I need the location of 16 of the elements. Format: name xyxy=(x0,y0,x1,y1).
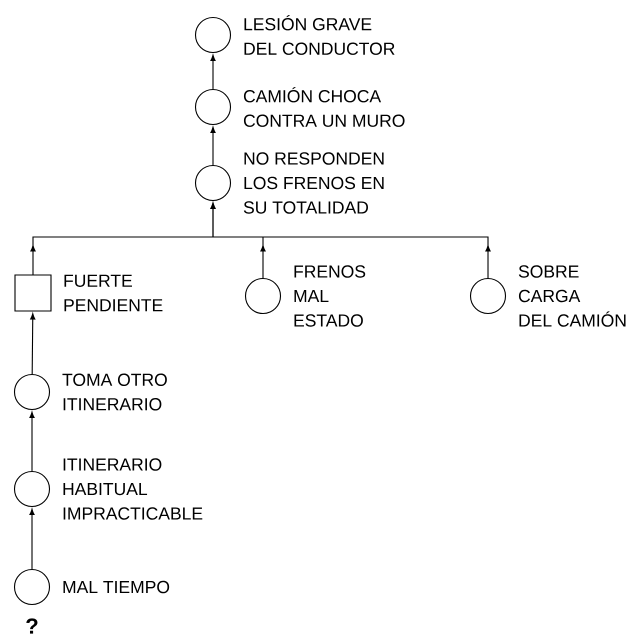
event-label: SOBRE CARGA DEL CAMIÓN xyxy=(518,265,626,327)
event-label: FRENOS MAL ESTADO xyxy=(294,265,366,327)
arrow xyxy=(29,508,35,569)
event-label: ITINERARIO HABITUAL IMPRACTICABLE xyxy=(64,458,202,520)
event-label: FUERTE PENDIENTE xyxy=(64,274,162,312)
event-label: TOMA OTRO ITINERARIO xyxy=(62,374,167,410)
question-mark: ? xyxy=(26,618,38,634)
event-label: NO RESPONDEN LOS FRENOS EN SU TOTALIDAD xyxy=(244,152,384,214)
arrow xyxy=(29,412,35,471)
event-label: MAL TIEMPO xyxy=(64,580,170,594)
arrow xyxy=(210,54,216,89)
arrow xyxy=(210,126,216,165)
arrow xyxy=(210,202,491,278)
arrow xyxy=(30,313,36,374)
event-label: LESIÓN GRAVE DEL CONDUCTOR xyxy=(244,15,395,55)
event-label: CAMIÓN CHOCA CONTRA UN MURO xyxy=(244,87,405,127)
